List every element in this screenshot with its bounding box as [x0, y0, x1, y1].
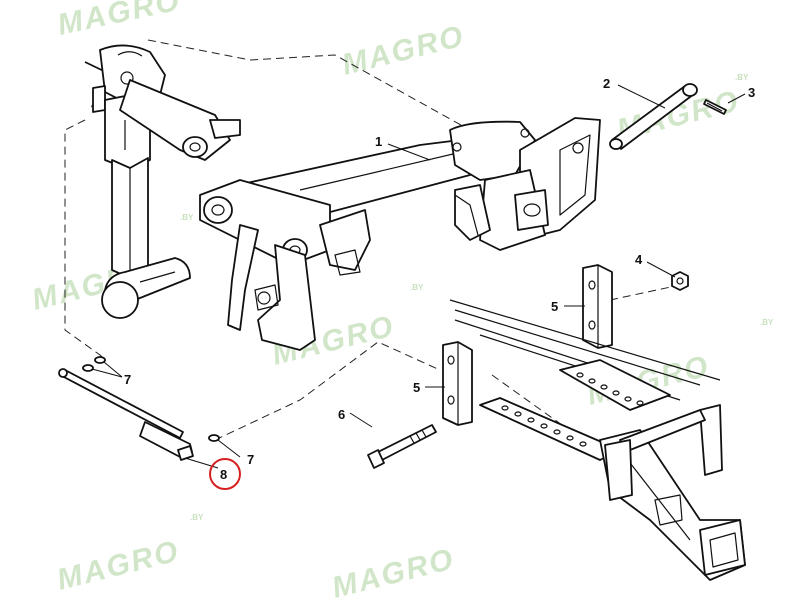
- watermark-suffix: .BY: [180, 213, 194, 222]
- pin-part-2: [609, 83, 698, 150]
- callout-2: 2: [603, 76, 610, 91]
- washers-part-7: [82, 356, 220, 442]
- watermark: MAGRO: [339, 20, 468, 82]
- callout-6: 6: [338, 407, 345, 422]
- callout-3: 3: [748, 85, 755, 100]
- leader-lines: [91, 84, 746, 469]
- spacer-plate-lower: [442, 341, 473, 426]
- callout-7-left: 7: [124, 372, 131, 387]
- watermark-suffix: .BY: [190, 513, 204, 522]
- watermark: MAGRO: [55, 0, 184, 42]
- callout-5-upper: 5: [551, 299, 558, 314]
- callout-1: 1: [375, 134, 382, 149]
- main-frame: [119, 79, 601, 351]
- bar-holes: [576, 372, 644, 406]
- callout-8: 8: [220, 467, 227, 482]
- tractor-frame: [449, 299, 746, 581]
- bar-holes: [501, 405, 587, 447]
- nut-part-4: [671, 271, 689, 291]
- callouts: 1 2 3 4 5 5 6 7 7 8: [124, 76, 755, 490]
- callout-4: 4: [635, 252, 643, 267]
- spacer-plate-upper: [582, 264, 613, 349]
- bolt-part-6: [367, 424, 437, 469]
- watermark-suffix: .BY: [410, 283, 424, 292]
- watermark: MAGRO: [54, 535, 183, 597]
- cotter-pin-part-3: [703, 99, 727, 115]
- threaded-rod-part-8: [58, 368, 194, 461]
- watermark: MAGRO: [329, 543, 458, 600]
- watermark-suffix: .BY: [760, 318, 774, 327]
- callout-7-right: 7: [247, 452, 254, 467]
- highlight-circle: [209, 458, 241, 490]
- watermark-suffix: .BY: [735, 73, 749, 82]
- callout-5-lower: 5: [413, 380, 420, 395]
